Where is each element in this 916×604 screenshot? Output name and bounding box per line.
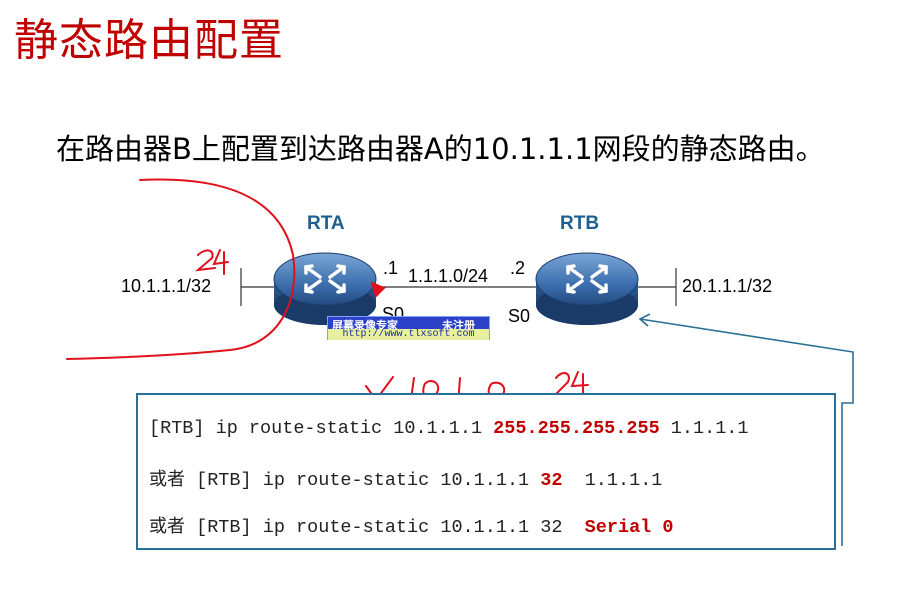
- cmd1-nexthop: 1.1.1.1: [659, 418, 749, 439]
- watermark-url: http://www.tlxsoft.com: [328, 329, 489, 340]
- command-box: [136, 393, 836, 550]
- cmd3-interface: Serial 0: [584, 517, 674, 538]
- cmd3-prefix: [RTB] ip route-static 10.1.1.1 32: [185, 517, 585, 538]
- cmd2-nexthop: 1.1.1.1: [562, 470, 663, 491]
- rtb-ip-suffix: .2: [510, 258, 526, 278]
- command-line-3: 或者 [RTB] ip route-static 10.1.1.1 32 Ser…: [149, 512, 674, 538]
- cmd2-mask: 32: [540, 470, 563, 491]
- command-line-1: [RTB] ip route-static 10.1.1.1 255.255.2…: [149, 418, 749, 439]
- router-rta-icon: [273, 252, 377, 325]
- pointer-arrow: [638, 313, 854, 546]
- command-line-2: 或者 [RTB] ip route-static 10.1.1.1 32 1.1…: [149, 465, 662, 491]
- rta-ip-suffix: .1: [383, 258, 399, 278]
- watermark-status: 未注册: [442, 319, 475, 332]
- cmd1-mask: 255.255.255.255: [493, 418, 660, 439]
- slide-title: 静态路由配置: [14, 15, 284, 66]
- cmd2-prefix: [RTB] ip route-static 10.1.1.1: [185, 470, 541, 491]
- link-network-label: 1.1.1.0/24: [408, 266, 489, 286]
- recorder-watermark: 屏幕录像专家 未注册 http://www.tlxsoft.com: [327, 316, 490, 340]
- rtb-lan-label: 20.1.1.1/32: [682, 276, 773, 296]
- cmd3-or: 或者: [149, 516, 185, 537]
- rtb-name-label: RTB: [560, 213, 600, 234]
- rta-name-label: RTA: [307, 213, 345, 234]
- watermark-title: 屏幕录像专家: [332, 319, 398, 332]
- rtb-interface-label: S0: [508, 306, 531, 326]
- rta-lan-label: 10.1.1.1/32: [121, 276, 212, 296]
- cmd2-or: 或者: [149, 469, 185, 490]
- slide-subtitle: 在路由器B上配置到达路由器A的10.1.1.1网段的静态路由。: [56, 132, 825, 166]
- router-rtb-icon: [535, 252, 639, 325]
- cmd1-prefix: [RTB] ip route-static 10.1.1.1: [149, 418, 494, 439]
